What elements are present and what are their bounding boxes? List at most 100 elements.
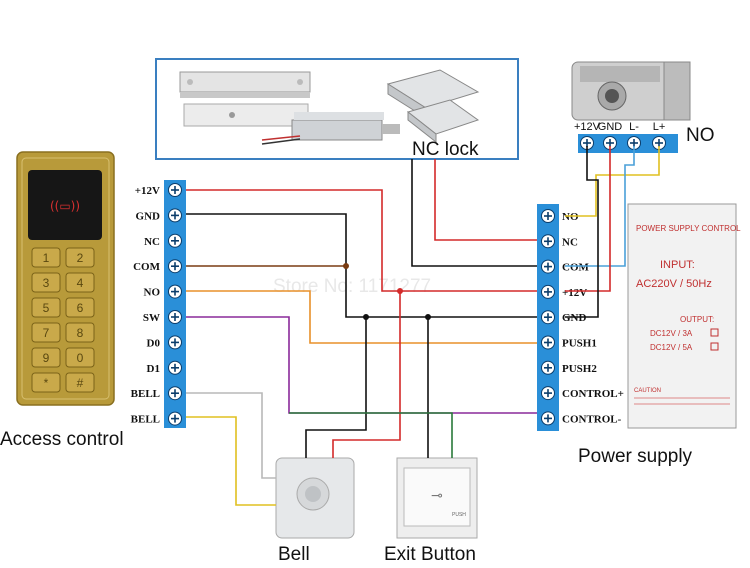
wire-yellow-bell [186,416,276,506]
keypad: 1 2 3 4 5 6 7 8 9 0 * # [31,247,95,393]
watermark: Store No: 1171277 [273,276,431,297]
wire-black-nclock [411,159,537,267]
wire-lightblue-com [565,146,635,267]
access-terminal-label: COM [133,261,161,273]
no-lock-image [571,61,691,121]
keypad-key-label: 2 [77,251,84,265]
psu-terminal-screw [541,284,555,299]
psu-terminal-screw [541,360,555,375]
psu-title: POWER SUPPLY CONTROL [636,224,741,233]
wire-gray-bell [186,392,276,479]
keypad-key[interactable]: 9 [31,347,61,368]
psu-terminal-screw [541,209,555,223]
access-terminal-screw [168,310,182,324]
no-lock-terminal-screw [603,136,617,150]
wire-black-top-gnd [565,146,599,318]
psu-terminal-label: NO [562,211,579,223]
access-terminal-screw [168,233,182,248]
keypad-key-label: 9 [43,351,50,365]
access-terminal-label: BELL [131,414,160,426]
keypad-key-label: 6 [77,301,84,315]
access-terminal-label: SW [143,312,160,324]
bell-caption: Bell [278,544,310,565]
keypad-key[interactable]: 3 [31,272,61,293]
no-lock-terminal-label: GND [598,121,623,133]
wires [186,146,660,506]
keypad-key-label: 8 [77,326,84,340]
wire-yellow-no [565,146,660,217]
access-terminal-screw [168,386,182,401]
keypad-key[interactable]: * [31,372,61,393]
exit-plate-text: PUSH [452,512,466,518]
psu-terminal-label: PUSH2 [562,363,597,375]
access-control-panel: ((▭)) 1 2 3 4 5 6 7 8 9 0 * # [16,151,115,406]
key-icon: ⊸ [431,488,443,504]
psu-terminal-label: PUSH1 [562,338,597,350]
exit-button-caption: Exit Button [384,544,476,565]
access-terminal-screw [168,411,182,426]
keypad-key[interactable]: 1 [31,247,61,268]
keypad-key-label: # [77,376,84,390]
keypad-key[interactable]: 2 [65,247,95,268]
psu-input-value: AC220V / 50Hz [636,278,712,290]
keypad-key[interactable]: 5 [31,297,61,318]
psu-terminal-screw [541,335,555,350]
access-terminal-label: NO [144,287,161,299]
psu-terminal-screw [541,259,555,274]
bell-device [275,457,355,539]
keypad-key-label: 4 [77,276,84,290]
access-terminal-screw [168,208,182,223]
psu-terminal-screw [541,234,555,249]
access-terminal-label: +12V [135,185,160,197]
keypad-key[interactable]: 8 [65,322,95,343]
keypad-key-label: * [44,376,49,390]
no-lock-terminal-label: L- [629,121,639,133]
keypad-key[interactable]: 0 [65,347,95,368]
card-reader-window [28,170,102,240]
power-supply-caption: Power supply [578,446,693,467]
strike-lock-image [386,69,480,144]
psu-output-label: OUTPUT: [680,315,714,324]
nc-lock-title: NC lock [412,139,479,160]
access-terminal-screw [168,183,182,197]
wire-red-nclock [434,159,537,241]
keypad-key-label: 7 [43,326,50,340]
wire-purple-sw [186,316,537,414]
no-lock-terminal-label: +12V [574,121,601,133]
keypad-key[interactable]: 6 [65,297,95,318]
exit-button-device: ⊸ PUSH [396,457,478,539]
psu-terminal-label: COM [562,262,590,274]
psu-terminal-screw [541,411,555,426]
keypad-key-label: 3 [43,276,50,290]
wire-orange-no [186,290,537,344]
bolt-lock-image [261,112,400,145]
rfid-icon: ((▭)) [50,199,80,213]
psu-terminal-label: CONTROL+ [562,388,624,400]
psu-input-label: INPUT: [660,259,695,271]
wire-red-bell [332,291,401,458]
access-control-caption: Access control [0,429,124,450]
access-terminal-label: D1 [147,363,160,375]
keypad-key-label: 0 [77,351,84,365]
magnetic-lock-image [179,71,311,127]
psu-terminal-label: NC [562,236,578,248]
psu-terminal-screw [541,310,555,325]
psu-terminal-label: +12V [562,287,587,299]
psu-caution: CAUTION [634,388,661,394]
access-terminal-label: BELL [131,388,160,400]
access-terminal-label: GND [136,210,161,222]
no-lock-terminal-label: L+ [653,121,666,133]
keypad-key[interactable]: # [65,372,95,393]
keypad-key-label: 1 [43,251,50,265]
keypad-key[interactable]: 7 [31,322,61,343]
wire-green-exit [289,412,453,458]
wire-red-top-12v [565,146,611,292]
psu-output-1: DC12V / 3A [650,329,693,338]
psu-terminal-label: CONTROL- [562,413,622,425]
keypad-key[interactable]: 4 [65,272,95,293]
access-terminal-label: D0 [147,337,161,349]
